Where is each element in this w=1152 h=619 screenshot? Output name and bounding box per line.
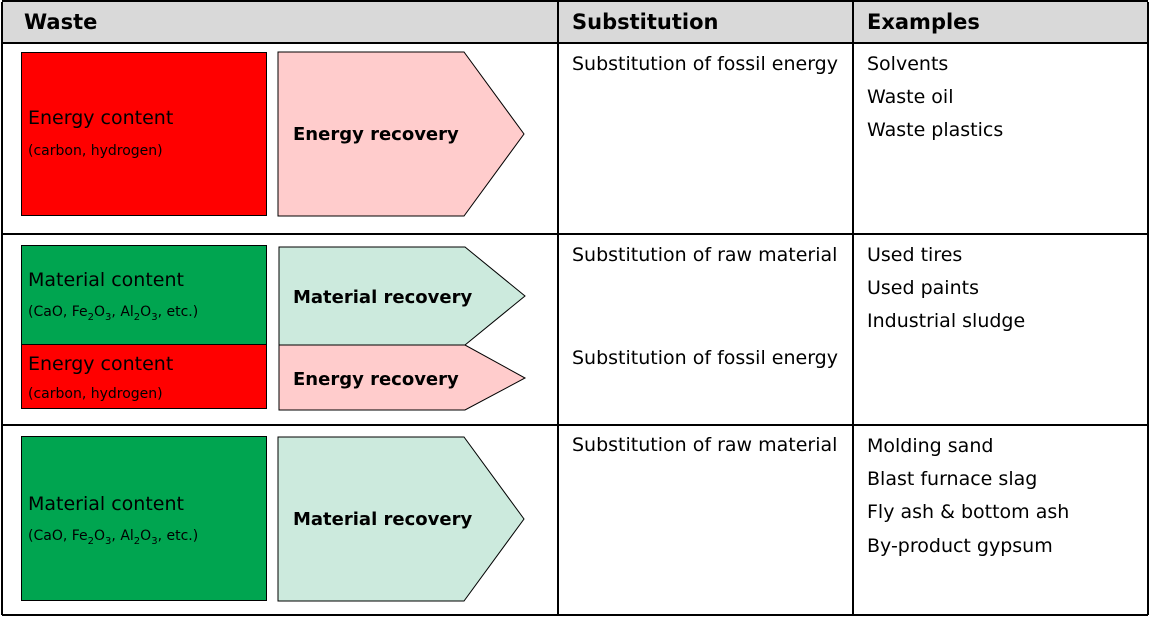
substitution-text: Substitution of raw material (572, 434, 838, 456)
material-recovery-arrow (277, 436, 525, 602)
example-item: Waste plastics (867, 119, 1004, 141)
table-header (2, 2, 1148, 42)
arrow-label: Energy recovery (293, 124, 459, 145)
example-item: Blast furnace slag (867, 468, 1038, 490)
energy-content-box: Energy content (carbon, hydrogen) (21, 344, 267, 409)
arrow-label: Material recovery (293, 287, 473, 308)
arrow-label: Energy recovery (293, 369, 459, 390)
energy-recovery-arrow (277, 51, 525, 217)
box-sublabel: (CaO, Fe2O3, Al2O3, etc.) (28, 304, 199, 323)
substitution-text: Substitution of fossil energy (572, 347, 838, 369)
grid-line (557, 2, 559, 615)
grid-line (1, 2, 3, 615)
grid-line (2, 233, 1148, 235)
header-waste: Waste (24, 10, 98, 34)
header-substitution: Substitution (572, 10, 719, 34)
substitution-text: Substitution of fossil energy (572, 53, 838, 75)
energy-content-box: Energy content (carbon, hydrogen) (21, 52, 267, 216)
example-item: By-product gypsum (867, 535, 1053, 557)
box-sublabel: (carbon, hydrogen) (28, 143, 163, 159)
example-item: Waste oil (867, 86, 954, 108)
box-label: Material content (28, 493, 184, 515)
grid-line (2, 614, 1148, 616)
header-examples: Examples (867, 10, 980, 34)
box-label: Material content (28, 269, 184, 291)
material-content-box: Material content (CaO, Fe2O3, Al2O3, etc… (21, 436, 267, 601)
arrow-label: Material recovery (293, 509, 473, 530)
box-sublabel: (CaO, Fe2O3, Al2O3, etc.) (28, 528, 199, 547)
example-item: Molding sand (867, 435, 994, 457)
example-item: Solvents (867, 53, 949, 75)
box-label: Energy content (28, 353, 174, 375)
box-sublabel: (carbon, hydrogen) (28, 386, 163, 402)
grid-line (1147, 2, 1149, 615)
box-label: Energy content (28, 107, 174, 129)
material-content-box: Material content (CaO, Fe2O3, Al2O3, etc… (21, 245, 267, 345)
grid-line (2, 0, 1148, 2)
example-item: Industrial sludge (867, 310, 1026, 332)
grid-line (852, 2, 854, 615)
material-recovery-arrow (278, 246, 526, 346)
example-item: Used tires (867, 244, 963, 266)
substitution-text: Substitution of raw material (572, 244, 838, 266)
example-item: Used paints (867, 277, 979, 299)
grid-line (2, 424, 1148, 426)
example-item: Fly ash & bottom ash (867, 501, 1070, 523)
energy-recovery-arrow (278, 344, 527, 411)
grid-line (2, 42, 1148, 44)
